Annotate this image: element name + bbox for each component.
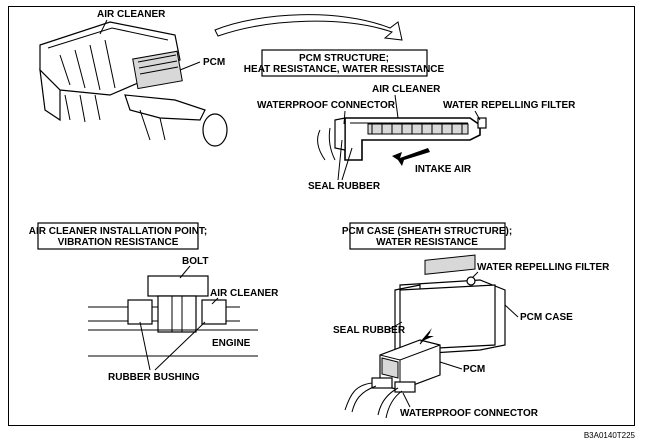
bolt-label: BOLT xyxy=(182,256,208,267)
air-cleaner-structure-label: AIR CLEANER xyxy=(372,84,441,95)
air-cleaner-top-label: AIR CLEANER xyxy=(97,9,166,20)
pcm-cross-section xyxy=(317,117,487,166)
installation-point-subtitle: VIBRATION RESISTANCE xyxy=(58,237,179,248)
pcm-bottom-label: PCM xyxy=(463,364,485,375)
pcm-structure-subtitle: HEAT RESISTANCE, WATER RESISTANCE xyxy=(244,64,445,75)
figure-id: B3A0140T225 xyxy=(584,431,636,440)
waterproof-connector-bottom-label: WATERPROOF CONNECTOR xyxy=(400,408,539,419)
air-cleaner-bottom-label: AIR CLEANER xyxy=(210,288,279,299)
intake-air-label: INTAKE AIR xyxy=(415,164,472,175)
water-repelling-filter-top-label: WATER REPELLING FILTER xyxy=(443,100,576,111)
pcm-case-label: PCM CASE xyxy=(520,312,573,323)
seal-rubber-top-label: SEAL RUBBER xyxy=(308,181,381,192)
engine-label: ENGINE xyxy=(212,338,251,349)
pcm-case-subtitle: WATER RESISTANCE xyxy=(376,237,478,248)
seal-rubber-bottom-label: SEAL RUBBER xyxy=(333,325,406,336)
pcm-top-label: PCM xyxy=(203,57,225,68)
mounting-cross-section xyxy=(88,275,258,357)
pcm-structure-title: PCM STRUCTURE; xyxy=(299,53,389,64)
pcm-case-exploded xyxy=(344,254,506,419)
engine-illustration xyxy=(39,21,228,147)
pcm-case-title: PCM CASE (SHEATH STRUCTURE); xyxy=(342,226,512,237)
rubber-bushing-label: RUBBER BUSHING xyxy=(108,372,200,383)
waterproof-connector-top-label: WATERPROOF CONNECTOR xyxy=(257,100,396,111)
pcm-structure-box xyxy=(261,49,428,77)
water-repelling-filter-bottom-label: WATER REPELLING FILTER xyxy=(477,262,610,273)
diagram-frame xyxy=(8,6,635,426)
transition-arrow xyxy=(214,14,403,41)
installation-point-box xyxy=(37,222,199,250)
installation-point-title: AIR CLEANER INSTALLATION POINT; xyxy=(29,226,208,237)
pcm-case-box xyxy=(349,222,506,250)
